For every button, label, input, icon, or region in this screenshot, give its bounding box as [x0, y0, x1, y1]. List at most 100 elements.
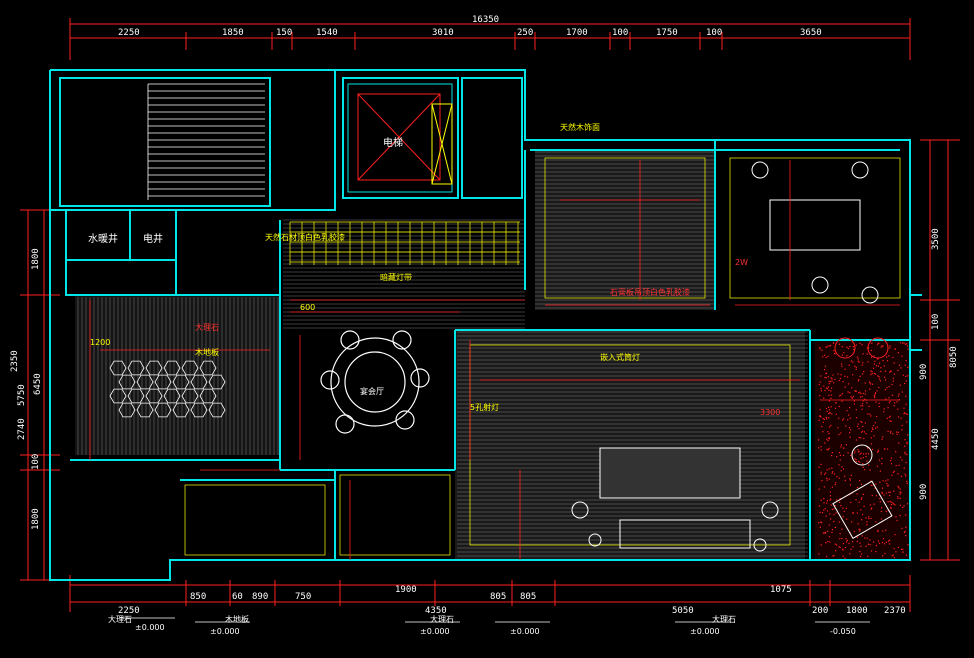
speckle-dot [835, 550, 837, 552]
speckle-dot [859, 461, 861, 463]
speckle-dot [870, 437, 872, 439]
speckle-dot [827, 355, 829, 357]
speckle-dot [823, 502, 825, 504]
speckle-dot [855, 459, 857, 461]
speckle-dot [842, 555, 844, 557]
speckle-dot [878, 362, 881, 364]
speckle-dot [833, 382, 835, 384]
top-dim-7: 1700 [566, 28, 588, 38]
speckle-dot [871, 448, 874, 450]
speckle-dot [892, 502, 894, 504]
speckle-dot [871, 507, 873, 509]
speckle-dot [838, 343, 840, 345]
speckle-dot [891, 474, 893, 476]
annotation-label: 600 [300, 303, 315, 312]
speckle-dot [828, 394, 830, 396]
speckle-dot [906, 482, 908, 484]
top-dim-6: 250 [517, 28, 533, 38]
speckle-dot [856, 486, 859, 488]
speckle-dot [844, 557, 846, 559]
speckle-dot [872, 428, 874, 430]
speckle-dot [828, 447, 830, 449]
speckle-dot [862, 513, 864, 516]
speckle-dot [839, 498, 841, 500]
speckle-dot [862, 362, 864, 364]
speckle-dot [863, 453, 865, 455]
speckle-dot [869, 544, 871, 546]
speckle-dot [905, 526, 907, 528]
speckle-dot [882, 538, 885, 540]
speckle-dot [890, 431, 892, 433]
speckle-dot [865, 545, 867, 547]
elevator-label: 电梯 [383, 136, 403, 149]
hexagon [145, 360, 163, 376]
speckle-dot [899, 364, 901, 366]
speckle-dot [877, 450, 879, 452]
speckle-dot [823, 509, 825, 511]
speckle-dot [881, 438, 883, 440]
speckle-dot [893, 490, 895, 492]
speckle-dot [856, 356, 858, 358]
speckle-dot [825, 542, 827, 544]
speckle-dot [873, 367, 875, 369]
speckle-dot [901, 527, 903, 529]
top-dim-2: 1850 [222, 28, 244, 38]
speckle-dot [881, 457, 883, 459]
speckle-dot [903, 342, 905, 344]
speckle-dot [845, 507, 847, 509]
speckle-dot [898, 487, 900, 489]
speckle-dot [859, 480, 861, 482]
speckle-dot [827, 431, 829, 433]
speckle-dot [850, 501, 852, 503]
speckle-dot [823, 486, 825, 488]
speckle-dot [829, 499, 831, 501]
speckle-dot [880, 346, 882, 348]
annotation-label: 嵌入式筒灯 [600, 352, 640, 362]
speckle-dot [899, 504, 901, 506]
speckle-dot [889, 345, 891, 347]
speckle-dot [870, 415, 872, 417]
speckle-dot [861, 535, 863, 537]
speckle-dot [858, 450, 860, 453]
speckle-dot [874, 373, 877, 375]
speckle-dot [874, 397, 876, 399]
speckle-dot [899, 488, 901, 490]
speckle-dot [879, 380, 882, 382]
speckle-dot [858, 361, 860, 363]
speckle-dot [842, 548, 844, 550]
speckle-dot [836, 476, 838, 478]
speckle-dot [882, 480, 884, 482]
speckle-dot [877, 375, 879, 377]
speckle-dot [871, 356, 873, 358]
speckle-dot [878, 378, 881, 380]
speckle-dot [862, 466, 864, 468]
speckle-dot [842, 454, 845, 457]
speckle-dot [871, 371, 873, 373]
level-mark-label: ±0.000 [135, 623, 165, 632]
speckle-dot [873, 503, 875, 505]
speckle-dot [873, 363, 875, 365]
speckle-dot [896, 431, 898, 433]
speckle-dot [833, 350, 835, 352]
top-dim-8: 100 [612, 28, 628, 38]
speckle-dot [858, 428, 860, 430]
speckle-dot [858, 501, 860, 503]
annotation-label: 5孔射灯 [470, 402, 499, 412]
ceiling-frame [339, 474, 451, 556]
speckle-dot [870, 480, 872, 482]
speckle-dot [902, 548, 904, 550]
top-dim-4: 1540 [316, 28, 338, 38]
speckle-dot [850, 396, 852, 398]
speckle-dot [862, 493, 864, 495]
speckle-dot [884, 389, 887, 391]
speckle-dot [906, 503, 909, 505]
speckle-dot [827, 376, 829, 378]
speckle-dot [876, 415, 878, 418]
speckle-dot [873, 541, 875, 543]
speckle-dot [861, 403, 864, 405]
speckle-dot [877, 451, 879, 453]
speckle-dot [878, 402, 880, 404]
speckle-dot [902, 374, 904, 376]
speckle-dot [875, 521, 877, 523]
speckle-dot [847, 452, 849, 454]
